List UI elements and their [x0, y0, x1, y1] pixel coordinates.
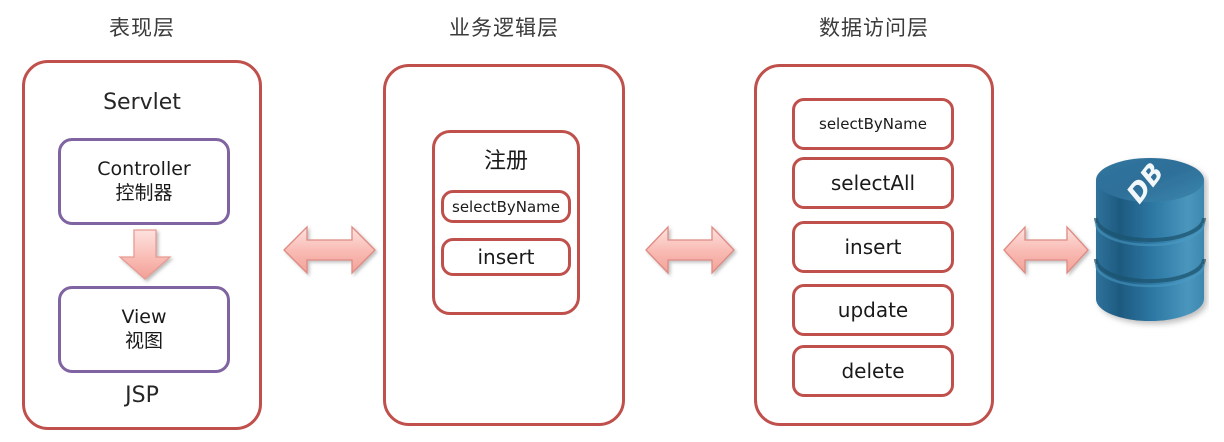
- controller-box[interactable]: Controller 控制器: [58, 138, 230, 225]
- database-cylinder-icon: DB: [1091, 153, 1209, 329]
- view-label-en: View: [121, 306, 167, 329]
- arrow-business-to-data: [645, 222, 735, 278]
- jsp-label: JSP: [125, 383, 159, 408]
- view-box[interactable]: View 视图: [58, 286, 230, 373]
- business-method-selectbyname[interactable]: selectByName: [441, 190, 571, 223]
- view-label-cn: 视图: [124, 329, 163, 352]
- data-method-selectbyname[interactable]: selectByName: [792, 98, 954, 150]
- register-group-title: 注册: [483, 149, 528, 174]
- business-method-insert[interactable]: insert: [441, 238, 571, 276]
- layer-title-business: 业务逻辑层: [449, 16, 559, 40]
- layer-title-data: 数据访问层: [819, 16, 929, 40]
- controller-label-cn: 控制器: [115, 181, 173, 204]
- controller-label-en: Controller: [97, 158, 191, 181]
- down-arrow-icon: [115, 229, 175, 281]
- arrow-data-to-database: [1003, 222, 1089, 278]
- servlet-label: Servlet: [103, 90, 181, 115]
- arrow-presentation-to-business: [283, 222, 376, 278]
- data-method-insert[interactable]: insert: [792, 221, 954, 273]
- data-method-delete[interactable]: delete: [792, 345, 954, 397]
- layer-title-presentation: 表现层: [109, 16, 175, 40]
- data-method-selectall[interactable]: selectAll: [792, 157, 954, 209]
- data-method-update[interactable]: update: [792, 284, 954, 336]
